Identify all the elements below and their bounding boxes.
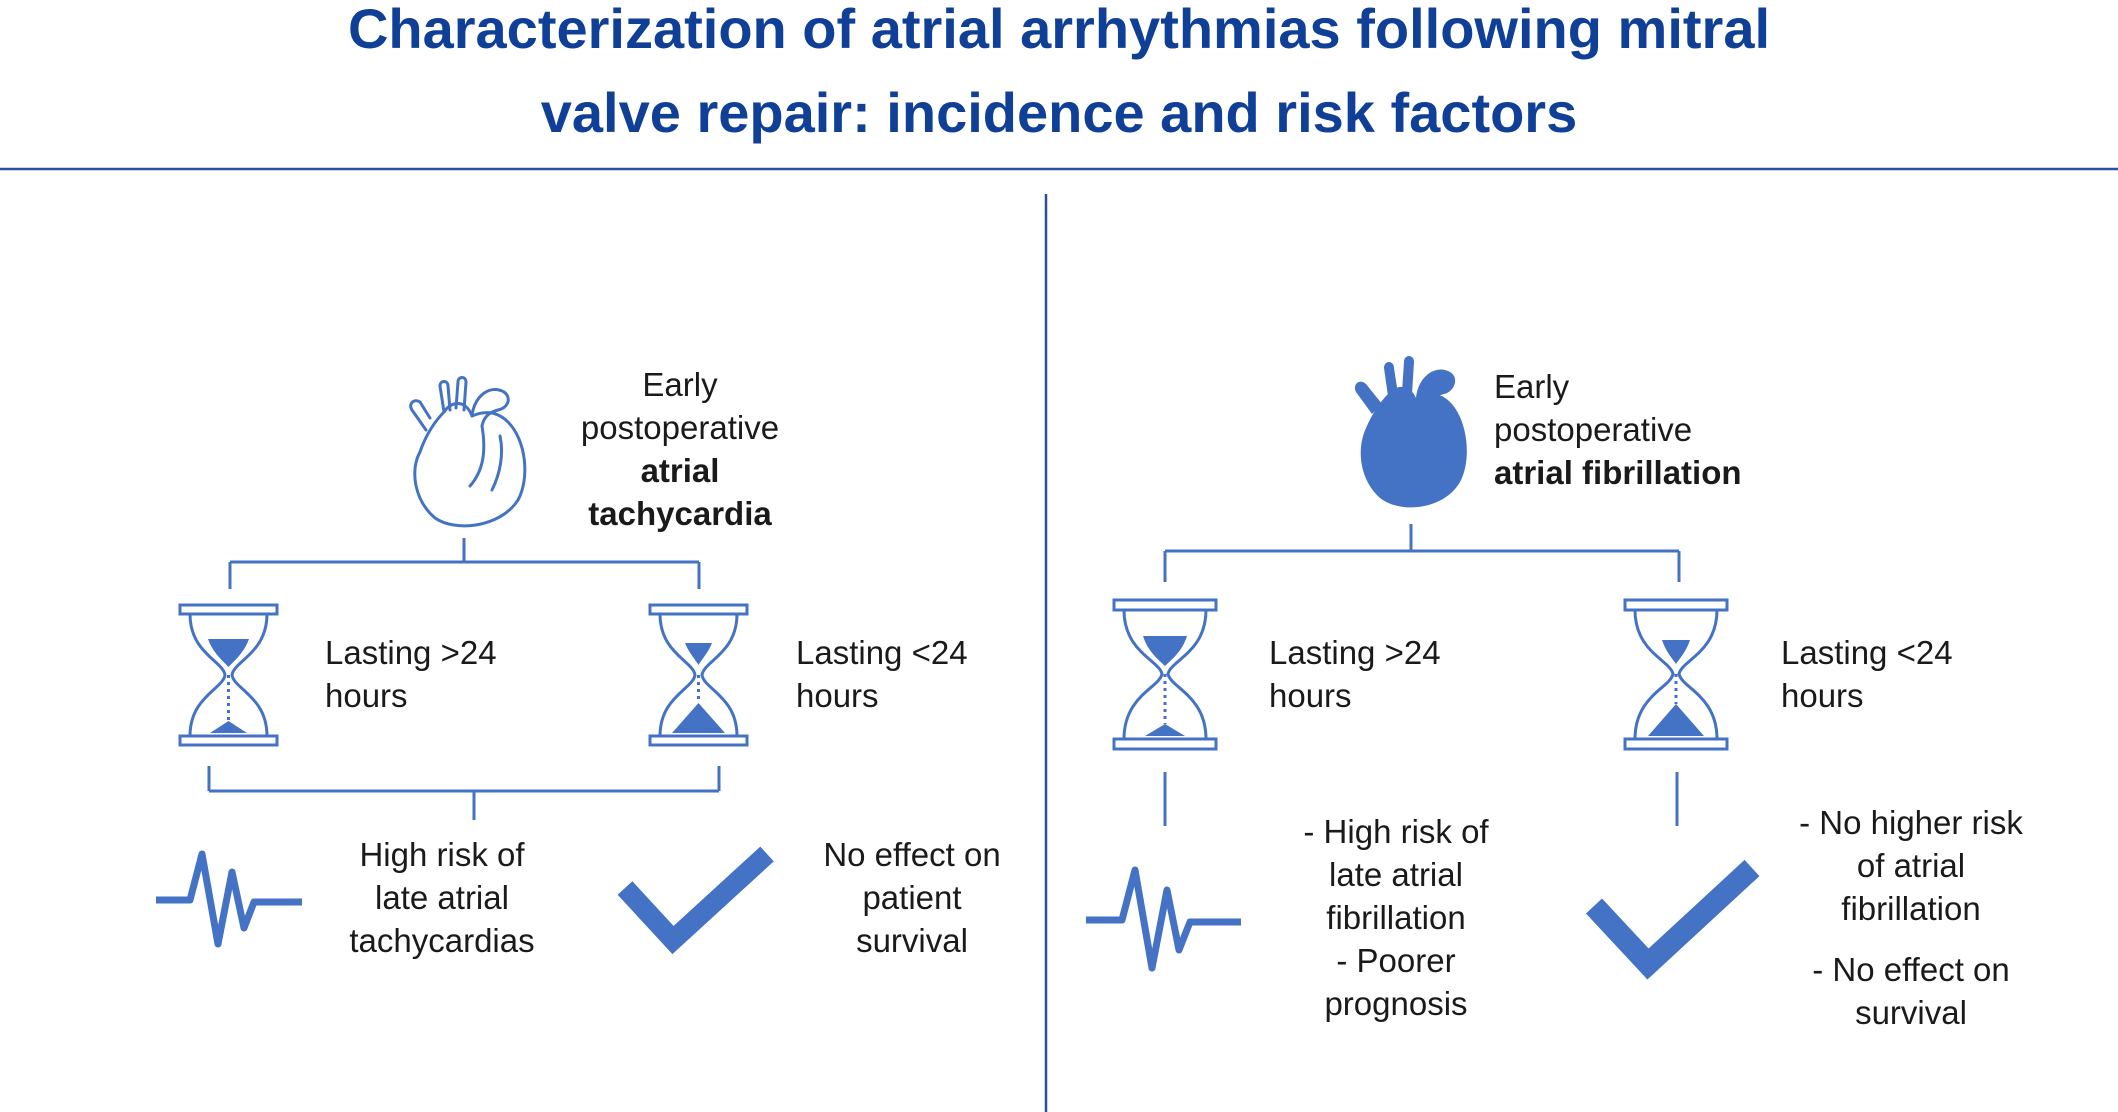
left-top-connector: [228, 538, 701, 589]
left-outcome-b-line-1: No effect on: [823, 836, 1001, 873]
left-heading-line-3: atrial: [640, 452, 720, 489]
left-outcome-a: High risk of late atrial tachycardias: [312, 833, 572, 962]
right-branch-a-line-1: Lasting >24: [1269, 634, 1441, 671]
hourglass-icon: [1623, 598, 1729, 751]
right-outcome-b-line-2: of atrial: [1856, 847, 1966, 884]
left-outcome-a-line-2: late atrial: [375, 879, 509, 916]
hourglass-icon: [1112, 598, 1218, 751]
checkmark-icon: [1585, 859, 1760, 980]
left-heading-line-1: Early: [642, 366, 718, 403]
right-outcome-a-line-2: late atrial: [1329, 856, 1463, 893]
right-top-connector: [1163, 524, 1681, 582]
right-branch-b-line-1: Lasting <24: [1781, 634, 1953, 671]
title-line-1: Characterization of atrial arrhythmias f…: [347, 0, 1771, 60]
right-outcome-a-line-3: fibrillation: [1326, 899, 1466, 936]
right-outcome-b-line-1: - No higher risk: [1799, 804, 2023, 841]
left-branch-b-line-2: hours: [796, 677, 879, 714]
title-line-2: valve repair: incidence and risk factors: [540, 81, 1578, 144]
right-outcome-a-line-1: - High risk of: [1303, 813, 1489, 850]
right-heading-line-3: atrial fibrillation: [1494, 454, 1742, 491]
right-outcome-a-line-5: prognosis: [1324, 985, 1468, 1022]
right-branch-b: Lasting <24 hours: [1781, 631, 1953, 717]
right-heading: Early postoperative atrial fibrillation: [1494, 365, 1742, 494]
left-heading: Early postoperative atrial tachycardia: [560, 363, 800, 535]
left-heading-line-4: tachycardia: [588, 495, 772, 532]
right-heading-line-2: postoperative: [1494, 411, 1693, 448]
left-branch-a: Lasting >24 hours: [325, 631, 497, 717]
left-outcome-b-line-2: patient: [862, 879, 962, 916]
right-branch-a-line-2: hours: [1269, 677, 1352, 714]
heart-outline-icon: [409, 376, 527, 528]
hourglass-icon: [648, 603, 749, 747]
left-branch-a-line-2: hours: [325, 677, 408, 714]
hourglass-icon: [178, 603, 279, 747]
left-outcome-b: No effect on patient survival: [787, 833, 1037, 962]
right-outcome-b: - No higher risk of atrial fibrillation …: [1771, 801, 2051, 1034]
heart-filled-icon: [1354, 356, 1467, 508]
left-outcome-a-line-1: High risk of: [359, 836, 525, 873]
right-bottom-connector: [1163, 772, 1679, 826]
page-title: Characterization of atrial arrhythmias f…: [0, 0, 2118, 150]
right-heading-line-1: Early: [1494, 368, 1570, 405]
left-heading-line-2: postoperative: [580, 409, 780, 446]
right-branch-a: Lasting >24 hours: [1269, 631, 1441, 717]
checkmark-icon: [617, 846, 774, 955]
left-branch-a-line-1: Lasting >24: [325, 634, 497, 671]
right-branch-b-line-2: hours: [1781, 677, 1864, 714]
right-outcome-a: - High risk of late atrial fibrillation …: [1266, 810, 1526, 1025]
left-outcome-a-line-3: tachycardias: [349, 922, 535, 959]
left-bottom-connector: [207, 766, 721, 820]
left-outcome-b-line-3: survival: [856, 922, 968, 959]
pulse-wave-icon: [1086, 866, 1241, 972]
right-outcome-a-line-4: - Poorer: [1336, 942, 1456, 979]
left-branch-b-line-1: Lasting <24: [796, 634, 968, 671]
pulse-wave-icon: [156, 850, 302, 948]
left-branch-b: Lasting <24 hours: [796, 631, 968, 717]
right-outcome-b-line-4: - No effect on: [1812, 951, 2010, 988]
right-outcome-b-line-3: fibrillation: [1841, 890, 1981, 927]
right-outcome-b-line-5: survival: [1855, 994, 1967, 1031]
